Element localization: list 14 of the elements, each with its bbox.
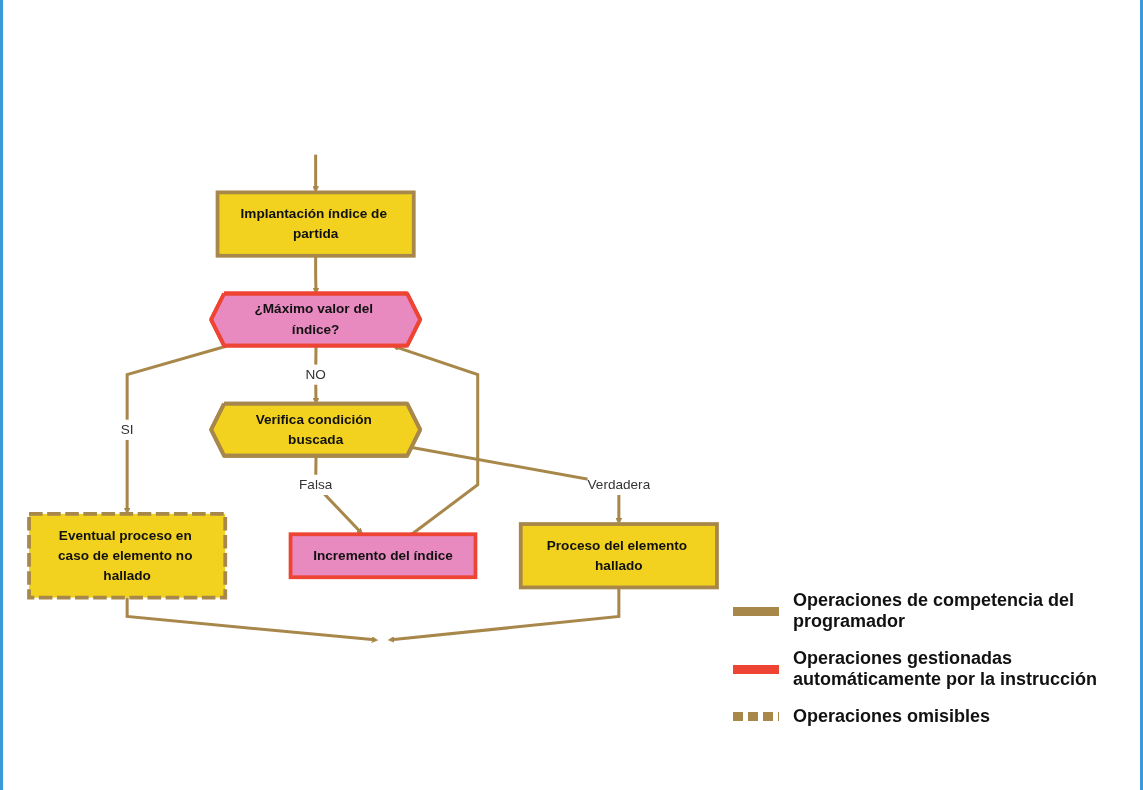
legend-text: Operaciones de competencia del programador [793, 590, 1076, 632]
legend-text: Operaciones gestionadas automáticamente por la instrucción [793, 648, 1099, 690]
edge-label: Falsa [299, 476, 333, 492]
node-box: Implantación índice de partida [215, 190, 416, 258]
node-box: Eventual proceso en caso de elemento no hallado [27, 511, 228, 600]
edge-label: SI [120, 421, 134, 437]
edge-label: Verdadera [587, 476, 651, 492]
arrow [387, 587, 621, 643]
edge-label: NO [305, 366, 326, 382]
legend-text: Operaciones omisibles [793, 706, 991, 727]
node-box: Incremento del índice [288, 532, 478, 580]
arrow [312, 154, 319, 193]
arrow [125, 597, 379, 643]
node-box: Proceso del elemento hallado [518, 522, 719, 590]
